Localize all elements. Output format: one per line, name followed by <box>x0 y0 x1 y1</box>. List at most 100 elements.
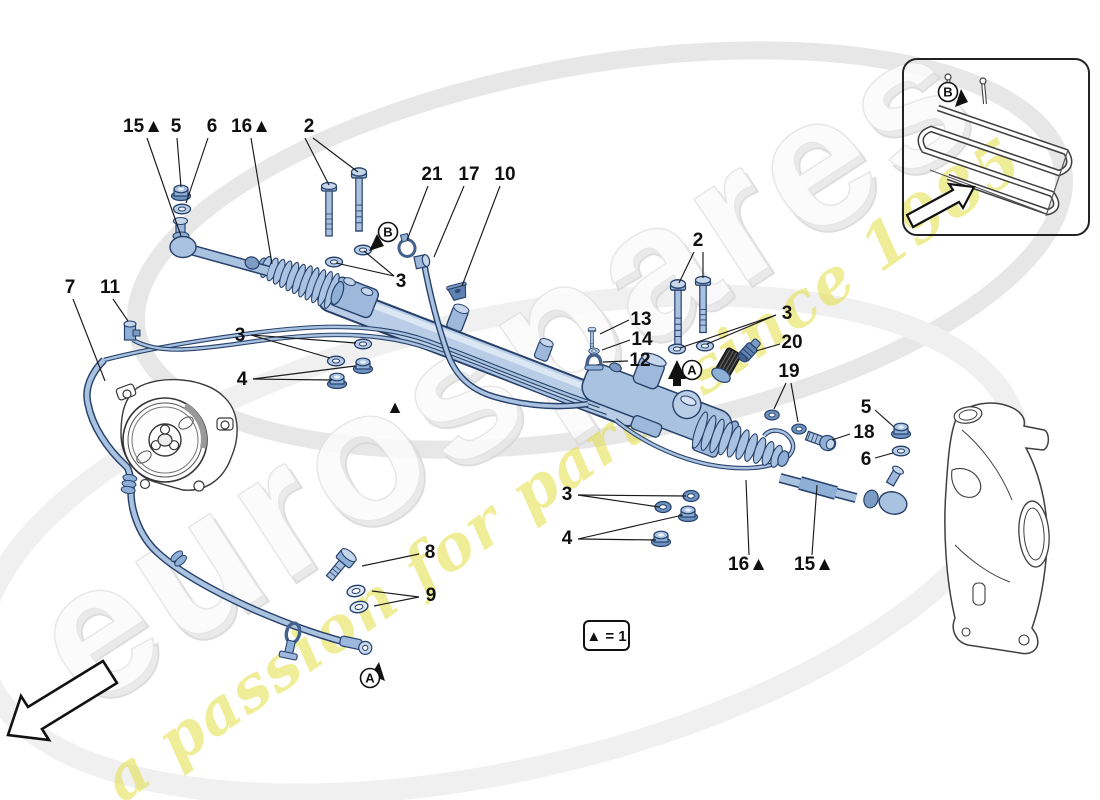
wheel-knuckle <box>944 402 1050 655</box>
callout-label-6-2: 6 <box>207 116 218 137</box>
legend: ▲ = 1 <box>583 620 630 651</box>
leader-line <box>250 334 357 344</box>
leader-line <box>185 137 209 204</box>
leader-line <box>112 298 129 322</box>
leader-line <box>602 360 629 363</box>
leader-line <box>371 590 420 598</box>
callout-label-8-25: 8 <box>425 542 436 563</box>
circled-letter-B: B <box>937 81 959 103</box>
leader-line <box>874 409 895 428</box>
steering-boot-left <box>257 256 345 309</box>
leader-line <box>252 365 356 380</box>
leader-line <box>831 433 851 441</box>
callout-label-15t-0: 15▲ <box>123 116 163 137</box>
callout-label-14-14: 14 <box>631 329 653 350</box>
callout-label-16t-27: 16▲ <box>728 554 768 575</box>
callout-label-19-19: 19 <box>778 361 799 382</box>
callout-label-16t-3: 16▲ <box>231 116 271 137</box>
leader-line <box>335 262 395 277</box>
callout-label-4-12: 4 <box>237 369 248 390</box>
leader-line <box>363 250 395 277</box>
circled-letter-A: A <box>681 359 703 381</box>
rack-mid-boss <box>446 303 470 332</box>
legend-text: ▲ = 1 <box>586 628 626 645</box>
return-hose <box>83 357 373 661</box>
hose-clamp-21 <box>397 232 417 258</box>
callout-label-20-18: 20 <box>781 332 802 353</box>
steering-boot-right <box>691 411 790 468</box>
pipe-clamp-12 <box>584 353 604 371</box>
callout-label-2-4: 2 <box>304 116 315 137</box>
bolt-18 <box>804 430 837 452</box>
callout-label-2-16: 2 <box>693 230 704 251</box>
leader-line <box>755 343 781 352</box>
hardware <box>123 167 912 615</box>
leader-line <box>577 538 657 541</box>
callout-label-5-1: 5 <box>171 116 182 137</box>
leader-line <box>433 185 465 258</box>
union-bolt-8 <box>325 548 357 582</box>
leader-line <box>678 251 695 284</box>
leader-line <box>577 494 687 497</box>
inset-direction-arrow <box>905 182 976 229</box>
leader-line <box>679 314 777 349</box>
callout-label-15t-28: 15▲ <box>794 554 834 575</box>
leader-line <box>304 137 330 186</box>
grommet-10 <box>446 281 467 301</box>
triangle-marker: ▲ <box>386 397 404 417</box>
leader-line <box>312 137 359 173</box>
rack-housing-tube <box>317 283 643 427</box>
hydraulic-pipes <box>103 324 796 471</box>
leader-line <box>252 378 333 381</box>
svg-text:B: B <box>383 225 392 240</box>
callout-label-13-13: 13 <box>630 309 651 330</box>
callout-label-10-7: 10 <box>494 164 515 185</box>
leader-line <box>250 137 273 265</box>
leader-line <box>72 298 106 382</box>
callout-label-21-5: 21 <box>421 164 443 185</box>
circled-letter-B: B <box>377 221 399 243</box>
sensor-20 <box>737 338 761 363</box>
circled-letter-A: A <box>359 667 381 689</box>
leader-line <box>176 137 182 188</box>
leader-line <box>577 514 684 540</box>
input-shaft <box>711 347 742 384</box>
callout-label-6-22: 6 <box>861 449 872 470</box>
fitting-11 <box>123 320 141 341</box>
callout-label-3-23: 3 <box>562 484 573 505</box>
power-steering-pump <box>115 378 238 492</box>
callout-label-9-26: 9 <box>426 585 437 606</box>
callout-label-18-21: 18 <box>853 422 874 443</box>
callout-label-7-9: 7 <box>65 277 76 298</box>
callout-label-3-8: 3 <box>396 271 407 292</box>
leader-line <box>773 382 787 410</box>
callout-label-3-11: 3 <box>235 325 246 346</box>
leader-line <box>601 339 631 351</box>
leader-line <box>706 314 777 345</box>
arrow-b-main <box>369 234 384 251</box>
svg-text:A: A <box>365 671 375 686</box>
callout-label-3-17: 3 <box>782 303 793 324</box>
leader-line <box>373 596 420 607</box>
inset-b-arrow <box>955 89 968 107</box>
leader-line <box>599 319 630 335</box>
leader-line <box>461 185 501 287</box>
callout-label-5-20: 5 <box>861 397 872 418</box>
leader-line <box>577 494 660 508</box>
arrow-a-mid <box>668 360 686 386</box>
callout-label-11-10: 11 <box>100 277 121 298</box>
leader-line <box>406 185 429 241</box>
tie-rod-right <box>778 465 908 515</box>
hose-end-fitting <box>339 635 373 655</box>
diagram-artwork <box>6 58 1090 742</box>
leader-line <box>250 334 331 359</box>
leader-line <box>146 137 182 237</box>
leader-line <box>361 553 420 567</box>
svg-text:B: B <box>943 85 952 100</box>
tie-rod-left <box>169 216 270 277</box>
leader-line <box>874 452 894 459</box>
callout-label-4-24: 4 <box>562 528 573 549</box>
